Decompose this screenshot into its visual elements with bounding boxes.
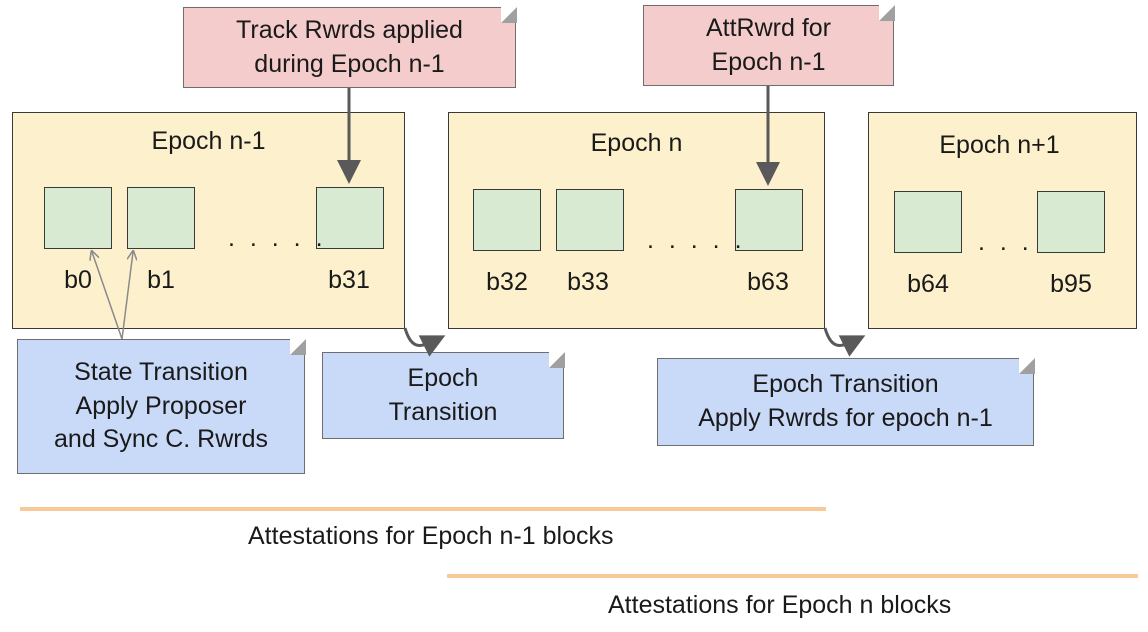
epoch-title: Epoch n — [590, 129, 683, 157]
arrow-epoch-transition-2 — [823, 327, 866, 357]
note-fold — [878, 4, 895, 21]
epoch-transition-rewards-note: Epoch Transition Apply Rwrds for epoch n… — [657, 357, 1035, 446]
block-b33 — [556, 189, 624, 251]
block-label: b95 — [1050, 270, 1092, 298]
note-line: AttRwrd for — [705, 13, 832, 42]
note-line: Apply Proposer — [75, 391, 247, 420]
block-b1 — [127, 187, 195, 249]
note-fold — [548, 351, 565, 368]
block-b95 — [1037, 191, 1105, 253]
note-line: Track Rwrds applied — [236, 15, 463, 44]
ellipsis: . . . . . — [228, 224, 327, 252]
ellipsis: . . . — [978, 228, 1033, 256]
block-b63 — [735, 189, 803, 251]
note-line: Transition — [388, 397, 498, 426]
note-line: and Sync C. Rwrds — [54, 425, 268, 454]
ellipsis: . . . . . — [647, 226, 746, 254]
epoch-transition-note: Epoch Transition — [322, 351, 565, 439]
note-line: Apply Rwrds for epoch n-1 — [698, 404, 993, 432]
att-reward-note: AttRwrd for Epoch n-1 — [643, 4, 895, 86]
note-line: during Epoch n-1 — [254, 49, 445, 78]
block-label: b32 — [486, 268, 528, 296]
attestation-label-epoch-n-minus-1: Attestations for Epoch n-1 blocks — [248, 522, 614, 550]
note-fold — [500, 6, 517, 23]
epoch-title: Epoch n-1 — [151, 127, 266, 155]
state-transition-note: State Transition Apply Proposer and Sync… — [17, 338, 306, 474]
note-line: Epoch n-1 — [711, 47, 826, 76]
block-label: b0 — [64, 266, 92, 294]
attestation-label-epoch-n: Attestations for Epoch n blocks — [608, 591, 952, 619]
track-rewards-note: Track Rwrds applied during Epoch n-1 — [183, 6, 517, 88]
block-label: b31 — [328, 266, 370, 294]
note-fold — [289, 338, 306, 355]
note-line: State Transition — [74, 357, 248, 386]
block-label: b1 — [147, 266, 175, 294]
arrow-epoch-transition-1 — [403, 327, 446, 357]
block-b0 — [44, 187, 112, 249]
attestation-bar-epoch-n — [447, 574, 1138, 578]
block-label: b63 — [747, 268, 789, 296]
epoch-title: Epoch n+1 — [939, 131, 1060, 159]
block-b31 — [316, 187, 384, 249]
attestation-bar-epoch-n-minus-1 — [20, 507, 826, 511]
note-line: Epoch Transition — [752, 370, 939, 399]
block-b64 — [894, 191, 962, 253]
note-line: Epoch — [407, 363, 479, 392]
note-fold — [1018, 357, 1035, 374]
block-label: b64 — [907, 270, 949, 298]
block-b32 — [473, 189, 541, 251]
block-label: b33 — [567, 268, 609, 296]
